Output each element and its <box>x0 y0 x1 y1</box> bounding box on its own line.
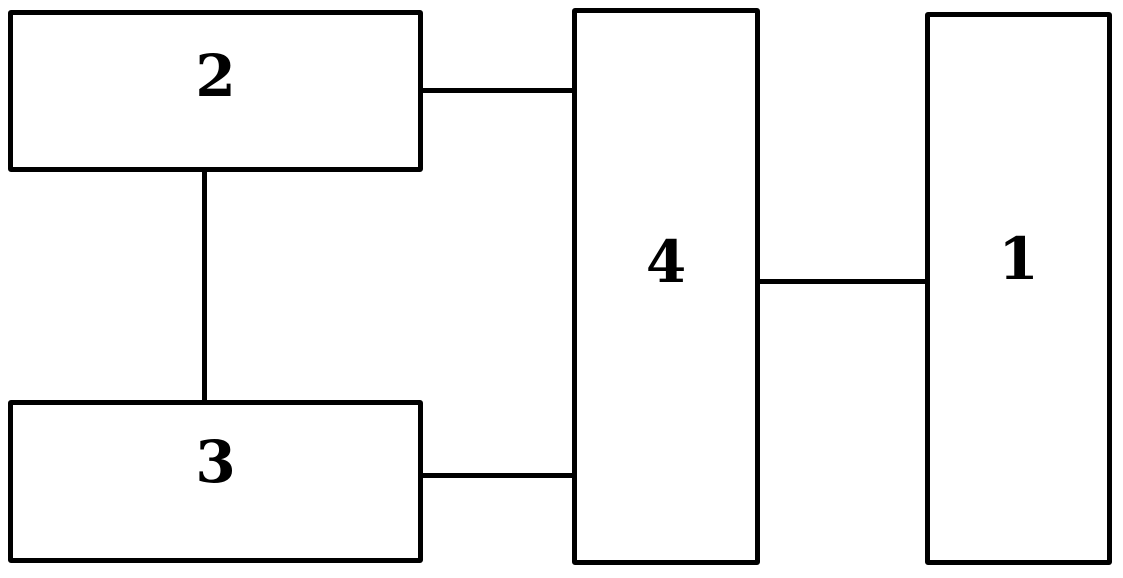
block-2-label: 2 <box>195 41 236 110</box>
block-4-label: 4 <box>645 227 687 296</box>
block-3-label: 3 <box>195 427 236 496</box>
diagram-block-1: 1 <box>925 12 1112 565</box>
diagram-block-3: 3 <box>8 400 423 563</box>
connector-block3-to-block4 <box>421 473 578 478</box>
diagram-block-2: 2 <box>8 10 423 172</box>
block-1-label: 1 <box>998 224 1039 293</box>
connector-block2-to-block3 <box>202 170 207 402</box>
diagram-block-4: 4 <box>572 8 760 565</box>
connector-block4-to-block1 <box>757 279 927 284</box>
connector-block2-to-block4 <box>421 88 578 93</box>
